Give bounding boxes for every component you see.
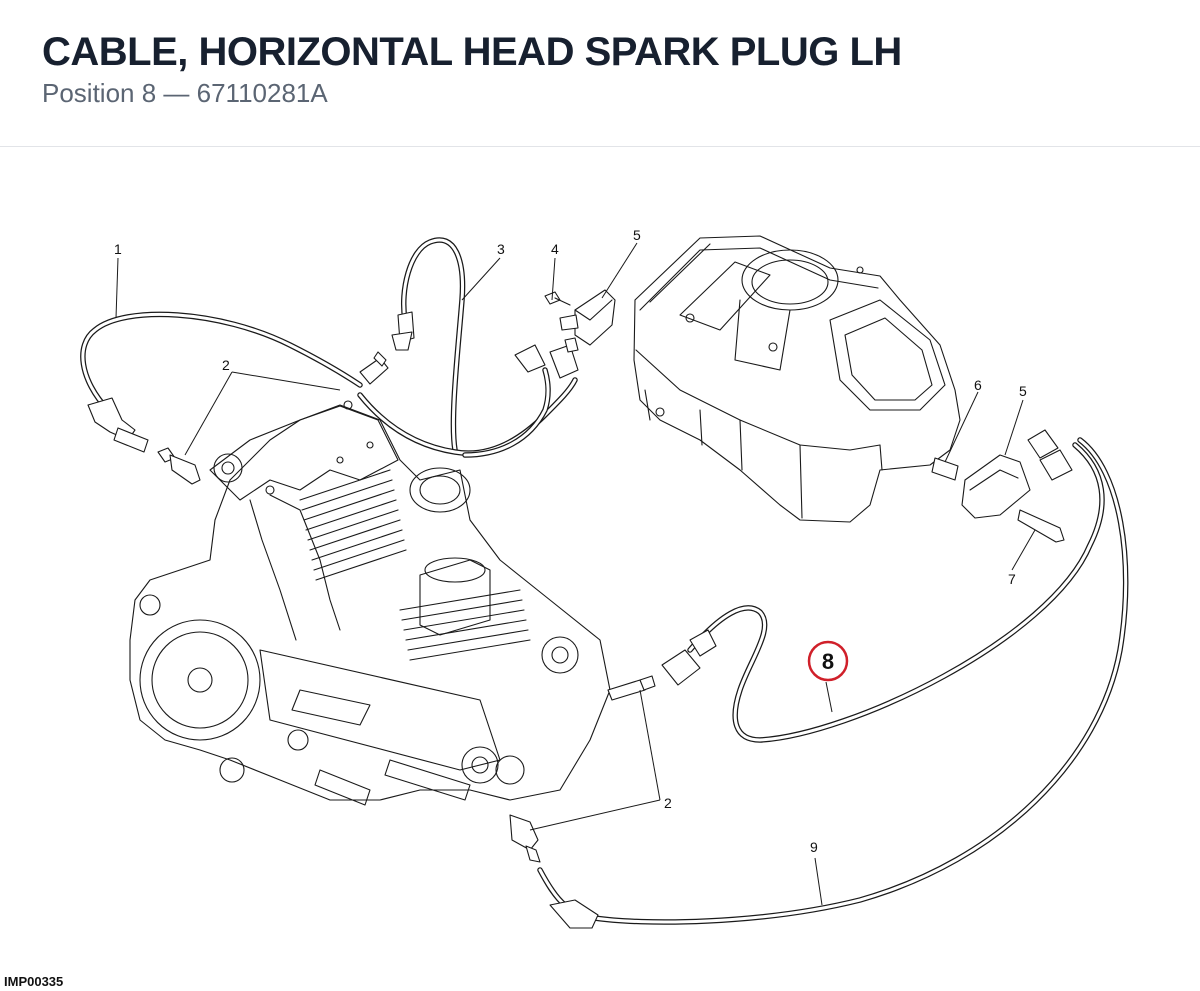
leader-lines <box>115 242 1036 906</box>
callout-9: 9 <box>810 839 818 855</box>
page-subtitle: Position 8 — 67110281A <box>42 78 328 108</box>
callout-3: 3 <box>497 241 505 257</box>
cable-8-drawing <box>661 442 1105 743</box>
callout-4: 4 <box>551 241 559 257</box>
callout-2-upper: 2 <box>222 357 230 373</box>
cable-9-drawing <box>537 437 1129 929</box>
ignition-coil-right-drawing <box>931 429 1073 543</box>
callout-6: 6 <box>974 377 982 393</box>
cable-1-drawing <box>80 311 363 453</box>
callout-8-highlighted: 8 <box>822 649 834 674</box>
spark-plug-upper-drawing <box>157 351 389 485</box>
callout-7: 7 <box>1008 571 1016 587</box>
callout-1: 1 <box>114 241 122 257</box>
page-header: CABLE, HORIZONTAL HEAD SPARK PLUG LH Pos… <box>0 0 1200 147</box>
coil-housing-drawing <box>633 235 961 523</box>
page-title: CABLE, HORIZONTAL HEAD SPARK PLUG LH <box>42 30 902 74</box>
spark-plug-lower-drawing <box>509 675 656 863</box>
ignition-coil-upper-drawing <box>544 289 616 353</box>
cable-3-drawing <box>357 237 579 458</box>
highlight-ring <box>807 640 849 682</box>
callout-5-upper: 5 <box>633 227 641 243</box>
engine-block-drawing <box>129 400 611 806</box>
figure-code: IMP00335 <box>4 974 64 989</box>
exploded-parts-diagram: 1 2 3 4 5 5 6 7 2 9 8 <box>80 227 1129 929</box>
callout-2-lower: 2 <box>664 795 672 811</box>
callout-5-right: 5 <box>1019 383 1027 399</box>
